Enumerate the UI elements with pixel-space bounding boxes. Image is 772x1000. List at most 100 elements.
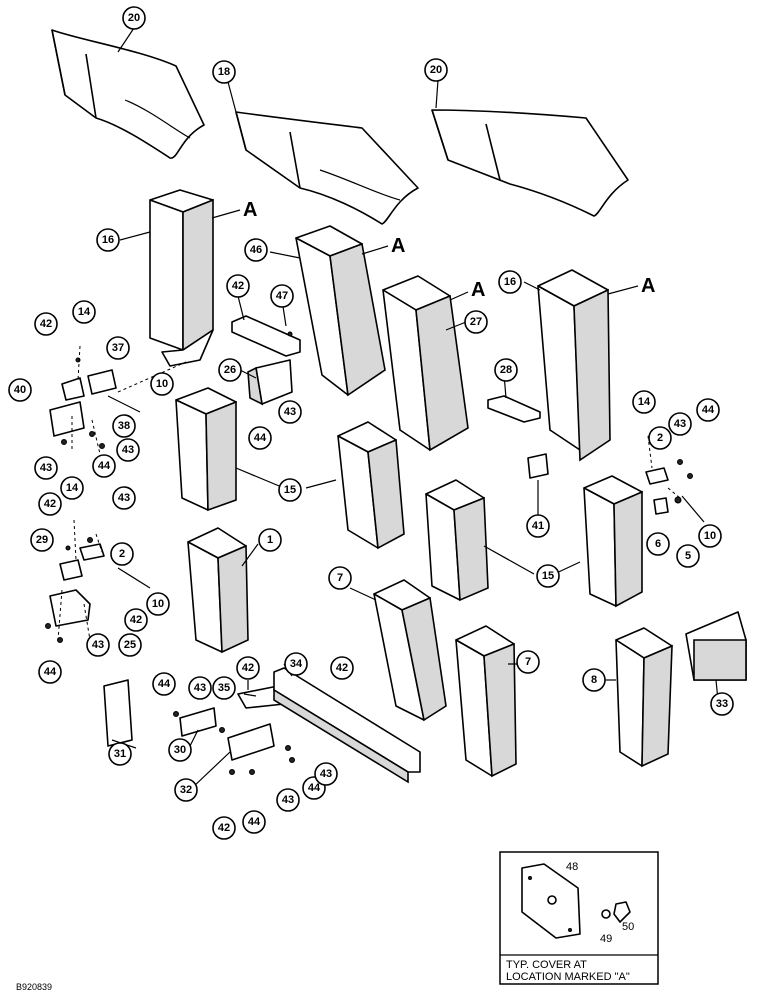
callout-number: 2 [119,548,125,560]
callout-circle [244,238,268,262]
callout-number: 14 [78,306,91,318]
callout-circle [710,692,734,716]
callout-7: 7 [328,566,352,590]
callout-10: 10 [698,524,722,548]
duct-46 [295,225,386,397]
duct-16-left [149,189,214,367]
callout-42: 42 [212,816,236,840]
callout-41: 41 [526,514,550,538]
callout-7: 7 [516,650,540,674]
callout-16: 16 [96,228,120,252]
duct-8 [615,627,673,768]
duct-15-left [175,387,237,512]
inset-label-48: 48 [566,861,578,873]
callout-number: 10 [156,378,168,390]
callout-43: 43 [668,412,692,436]
callout-43: 43 [314,762,338,786]
callout-circle [108,742,132,766]
callout-number: 43 [284,406,296,418]
callout-38: 38 [112,414,136,438]
plate-2-right [645,467,669,485]
inset-caption-line2: LOCATION MARKED "A" [506,971,630,983]
diagram-code: B920839 [16,982,52,992]
callout-circle [118,633,142,657]
callout-number: 6 [655,538,661,550]
callout-circle [696,398,720,422]
callout-14: 14 [72,300,96,324]
callout-number: 42 [336,662,348,674]
inset-label-50: 50 [622,921,634,933]
callout-circle [110,542,134,566]
callout-8: 8 [582,668,606,692]
callout-number: 15 [284,484,296,496]
rods-10 [107,395,705,589]
callout-43: 43 [112,486,136,510]
callout-circle [92,454,116,478]
callout-number: 7 [525,656,531,668]
callout-number: 8 [591,674,597,686]
callout-43: 43 [34,456,58,480]
chute-20-left [51,29,205,159]
callout-circle [112,486,136,510]
callout-circle [236,656,260,680]
callout-circle [218,358,242,382]
callout-circle [516,650,540,674]
callout-circle [276,788,300,812]
marker-a-4: A [641,275,655,297]
callout-circle [330,656,354,680]
callout-number: 31 [114,748,126,760]
inset-panel: 48 49 50 TYP. COVER AT LOCATION MARKED "… [499,851,659,985]
callout-1: 1 [258,528,282,552]
callout-circle [188,676,212,700]
chute-20-right [431,109,629,217]
callout-circle [582,668,606,692]
callout-42: 42 [226,274,250,298]
rail-34 [273,667,421,784]
callout-circle [648,426,672,450]
callout-number: 30 [174,744,186,756]
callout-number: 34 [290,658,303,670]
callout-circle [424,58,448,82]
callout-number: 16 [102,234,114,246]
callout-number: 18 [218,66,230,78]
callout-circle [632,390,656,414]
callout-46: 46 [244,238,268,262]
callout-circle [146,592,170,616]
duct-15-right-b [583,475,643,608]
callout-circle [86,633,110,657]
callout-circle [498,270,522,294]
callout-circle [60,476,84,500]
callout-circle [152,672,176,696]
duct-15-center [337,421,405,550]
callout-28: 28 [494,358,518,382]
plate-2-left [79,543,105,561]
callout-circle [34,312,58,336]
callout-circle [72,300,96,324]
bracket-28 [487,395,541,423]
callout-43: 43 [278,400,302,424]
callout-26: 26 [218,358,242,382]
callout-circle [464,310,488,334]
callout-number: 46 [250,244,262,256]
callout-number: 43 [40,462,52,474]
callout-number: 14 [66,482,79,494]
callout-32: 32 [174,778,198,802]
callout-circle [668,412,692,436]
callout-42: 42 [38,492,62,516]
callout-42: 42 [124,608,148,632]
plate-29 [59,559,83,581]
callout-10: 10 [150,372,174,396]
callout-27: 27 [464,310,488,334]
callout-number: 43 [122,444,134,456]
callout-circle [278,478,302,502]
callout-44: 44 [38,660,62,684]
callout-number: 43 [118,492,130,504]
latch-50 [613,901,631,923]
callout-44: 44 [152,672,176,696]
plate-40 [49,401,85,437]
callout-number: 25 [124,639,136,651]
chute-18 [235,111,419,225]
cover-48 [521,863,581,939]
duct-7-right [455,625,517,778]
